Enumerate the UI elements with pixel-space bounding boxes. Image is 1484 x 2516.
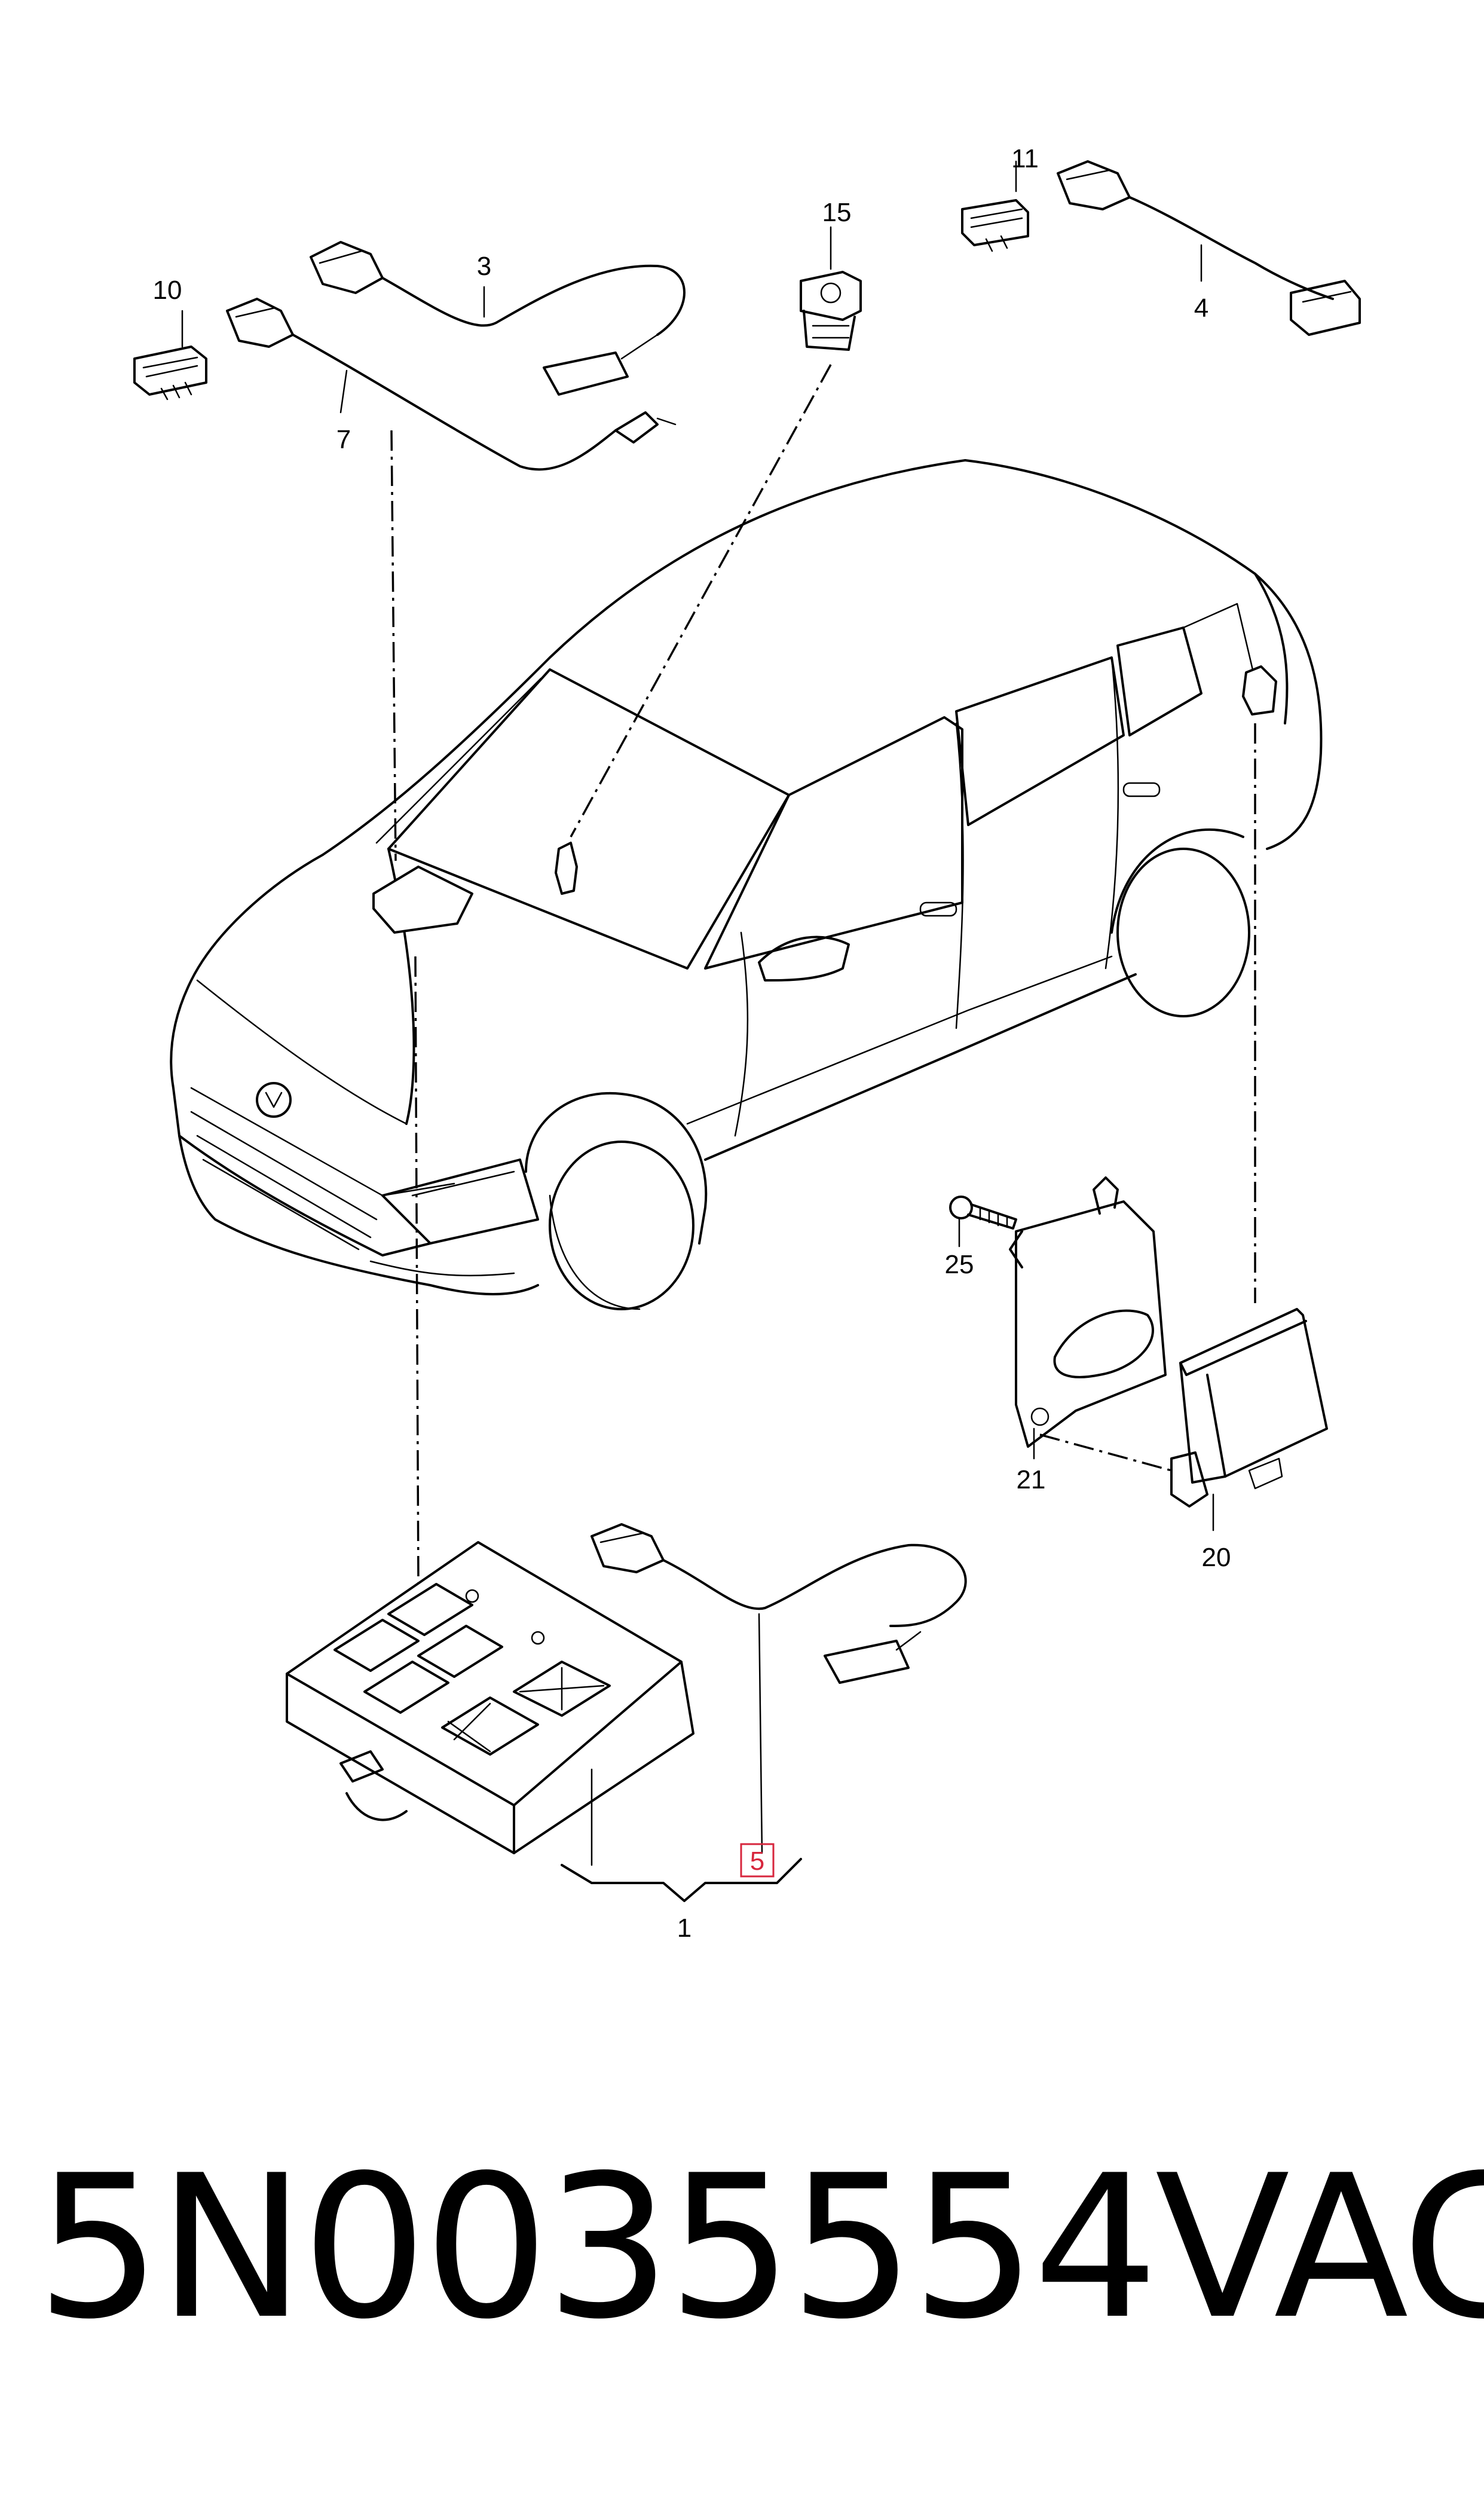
socket-location-marker bbox=[555, 842, 578, 895]
callout-5-highlight-box bbox=[740, 1843, 775, 1878]
cable-4-icon bbox=[1057, 160, 1361, 336]
vehicle-illustration bbox=[170, 459, 1323, 1310]
part-number: 5N0035554 bbox=[36, 2133, 1159, 2362]
cable-3-icon bbox=[310, 241, 686, 396]
connector-10-icon bbox=[133, 310, 207, 401]
assembly-bracket bbox=[561, 1858, 802, 1902]
callout-5: 5 bbox=[750, 1847, 764, 1876]
callout-4: 4 bbox=[1194, 294, 1208, 323]
cable-5-icon bbox=[590, 1523, 967, 1854]
holder-assembly-1-icon bbox=[286, 1541, 694, 1866]
callout-1: 1 bbox=[677, 1913, 691, 1943]
footer: 5N0035554 VAG bbox=[36, 2133, 1484, 2362]
rear-module-location-marker bbox=[1242, 665, 1277, 716]
bracket-21-icon bbox=[1009, 1176, 1167, 1460]
callout-3: 3 bbox=[477, 252, 491, 281]
callout-11: 11 bbox=[1011, 144, 1039, 173]
connector-11-icon bbox=[961, 160, 1029, 252]
cable-7-icon bbox=[226, 298, 677, 471]
module-location-marker bbox=[372, 866, 473, 934]
leader-lines bbox=[390, 364, 1256, 1585]
control-module-20-icon bbox=[1170, 1308, 1328, 1531]
bolt-25-icon bbox=[949, 1196, 1017, 1248]
callout-25: 25 bbox=[945, 1250, 974, 1279]
brand-label: VAG bbox=[1155, 2133, 1484, 2362]
callout-15: 15 bbox=[822, 198, 852, 227]
socket-15-icon bbox=[800, 226, 862, 351]
callout-7: 7 bbox=[336, 425, 351, 454]
callout-21: 21 bbox=[1017, 1465, 1046, 1494]
callout-10: 10 bbox=[153, 276, 182, 305]
callout-20: 20 bbox=[1202, 1543, 1231, 1572]
